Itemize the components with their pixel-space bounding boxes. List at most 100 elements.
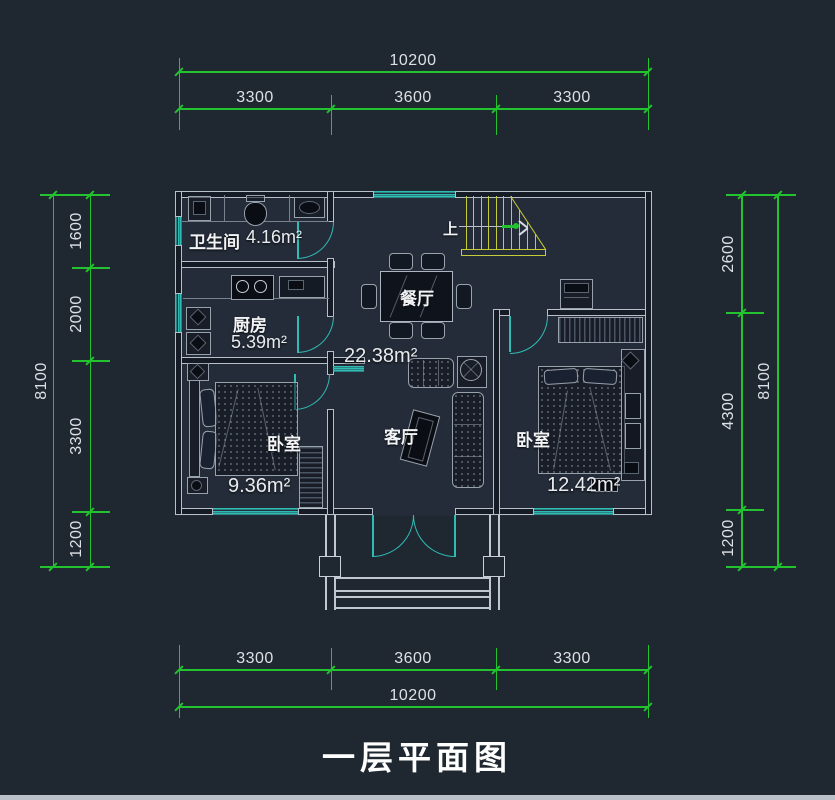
dim-left-seg: 1200 — [68, 520, 85, 558]
dining-chair — [456, 284, 472, 309]
wall — [645, 191, 652, 515]
stair-guide-line — [459, 226, 507, 228]
dim-left-overall: 8100 — [33, 362, 50, 400]
bedroom-right-door-leaf — [509, 316, 511, 352]
window — [175, 217, 182, 245]
entry-door-left-arc — [372, 515, 414, 557]
wardrobe — [558, 317, 643, 343]
extension-line — [495, 95, 497, 135]
dresser-drawer — [625, 423, 641, 449]
window — [534, 508, 613, 515]
extension-line — [178, 645, 180, 718]
porch-column — [483, 556, 505, 577]
wall — [327, 258, 334, 317]
wardrobe — [299, 446, 323, 508]
dim-right-seg: 2600 — [720, 235, 737, 273]
dining-label: 餐厅 — [400, 289, 434, 309]
entry-door-right-arc — [413, 515, 455, 557]
dining-chair — [421, 322, 445, 339]
living-area: 22.38m² — [344, 345, 418, 367]
dim-left-seg: 3300 — [68, 417, 85, 455]
stove-burner — [236, 280, 249, 293]
bathroom-divider — [289, 195, 291, 221]
toilet-tank — [246, 195, 265, 202]
dimension-line — [179, 108, 649, 110]
stair-tread — [473, 196, 475, 250]
stove-burner — [254, 280, 267, 293]
stair-tread — [511, 196, 513, 250]
dimension-line — [89, 195, 91, 567]
loveseat — [408, 358, 454, 388]
wall — [175, 332, 182, 515]
dim-bottom-seg: 3300 — [553, 650, 591, 667]
sink-basin — [299, 201, 320, 214]
stair-arrow-line — [502, 225, 518, 228]
sofa-divider — [454, 456, 482, 457]
dim-bottom-seg: 3300 — [236, 650, 274, 667]
kitchen-label: 厨房 — [233, 316, 267, 335]
wall — [175, 245, 182, 294]
kitchen-area: 5.39m² — [231, 332, 288, 352]
kitchen-pass-window — [333, 366, 364, 372]
extension-line — [726, 312, 764, 314]
sofa-divider — [454, 424, 482, 425]
dining-chair — [389, 322, 413, 339]
porch-column — [319, 556, 341, 577]
drawing-title: 一层平面图 — [322, 741, 512, 777]
dimension-line — [741, 195, 743, 567]
bathroom-divider — [224, 195, 226, 221]
dim-right-seg: 1200 — [720, 519, 737, 557]
stair-tread — [535, 234, 537, 250]
wall — [493, 309, 500, 515]
dining-chair — [361, 284, 377, 309]
stairs-up-label: 上 — [443, 221, 459, 238]
stair-tread — [519, 210, 521, 250]
wall — [327, 351, 334, 375]
window — [374, 191, 455, 198]
window — [175, 294, 182, 332]
porch-step — [336, 596, 489, 598]
extension-line — [330, 95, 332, 135]
porch-step — [336, 607, 489, 609]
dresser-drawer — [625, 393, 641, 419]
dim-bottom-overall: 10200 — [389, 687, 437, 704]
kitchen-sink-basin — [288, 280, 304, 290]
extension-line — [647, 58, 649, 130]
bathroom-area: 4.16m² — [246, 227, 303, 247]
fan-plant — [460, 359, 482, 381]
hall-cabinet-line — [564, 297, 589, 298]
stair-tread — [496, 196, 498, 250]
wall — [327, 409, 334, 515]
dimension-line — [777, 195, 779, 567]
dining-chair — [421, 253, 445, 270]
bottom-edge-strip — [0, 795, 835, 800]
hall-cabinet-top — [564, 283, 589, 293]
stair-arrow-dot — [513, 223, 519, 229]
extension-line — [726, 566, 796, 568]
bedroom-right-label: 卧室 — [516, 431, 550, 450]
window — [213, 508, 298, 515]
dim-right-overall: 8100 — [756, 362, 773, 400]
bed — [215, 382, 298, 476]
dim-left-seg: 1600 — [68, 212, 85, 250]
stool — [591, 478, 618, 492]
dimension-line — [52, 195, 54, 567]
loveseat-divider — [438, 360, 439, 386]
stair-tread — [503, 196, 505, 250]
extension-line — [178, 58, 180, 130]
stool-mark — [191, 480, 202, 491]
dining-table — [380, 271, 453, 322]
extension-line — [726, 194, 796, 196]
bathroom-label: 卫生间 — [189, 233, 240, 252]
dim-top-overall: 10200 — [389, 52, 437, 69]
toilet-bowl — [244, 202, 267, 226]
wall — [175, 191, 182, 217]
wall — [175, 261, 335, 268]
pillow — [582, 367, 618, 386]
dim-bottom-seg: 3600 — [394, 650, 432, 667]
dim-right-seg: 4300 — [720, 392, 737, 430]
extension-line — [40, 194, 110, 196]
extension-line — [647, 645, 649, 718]
wall — [547, 309, 652, 316]
